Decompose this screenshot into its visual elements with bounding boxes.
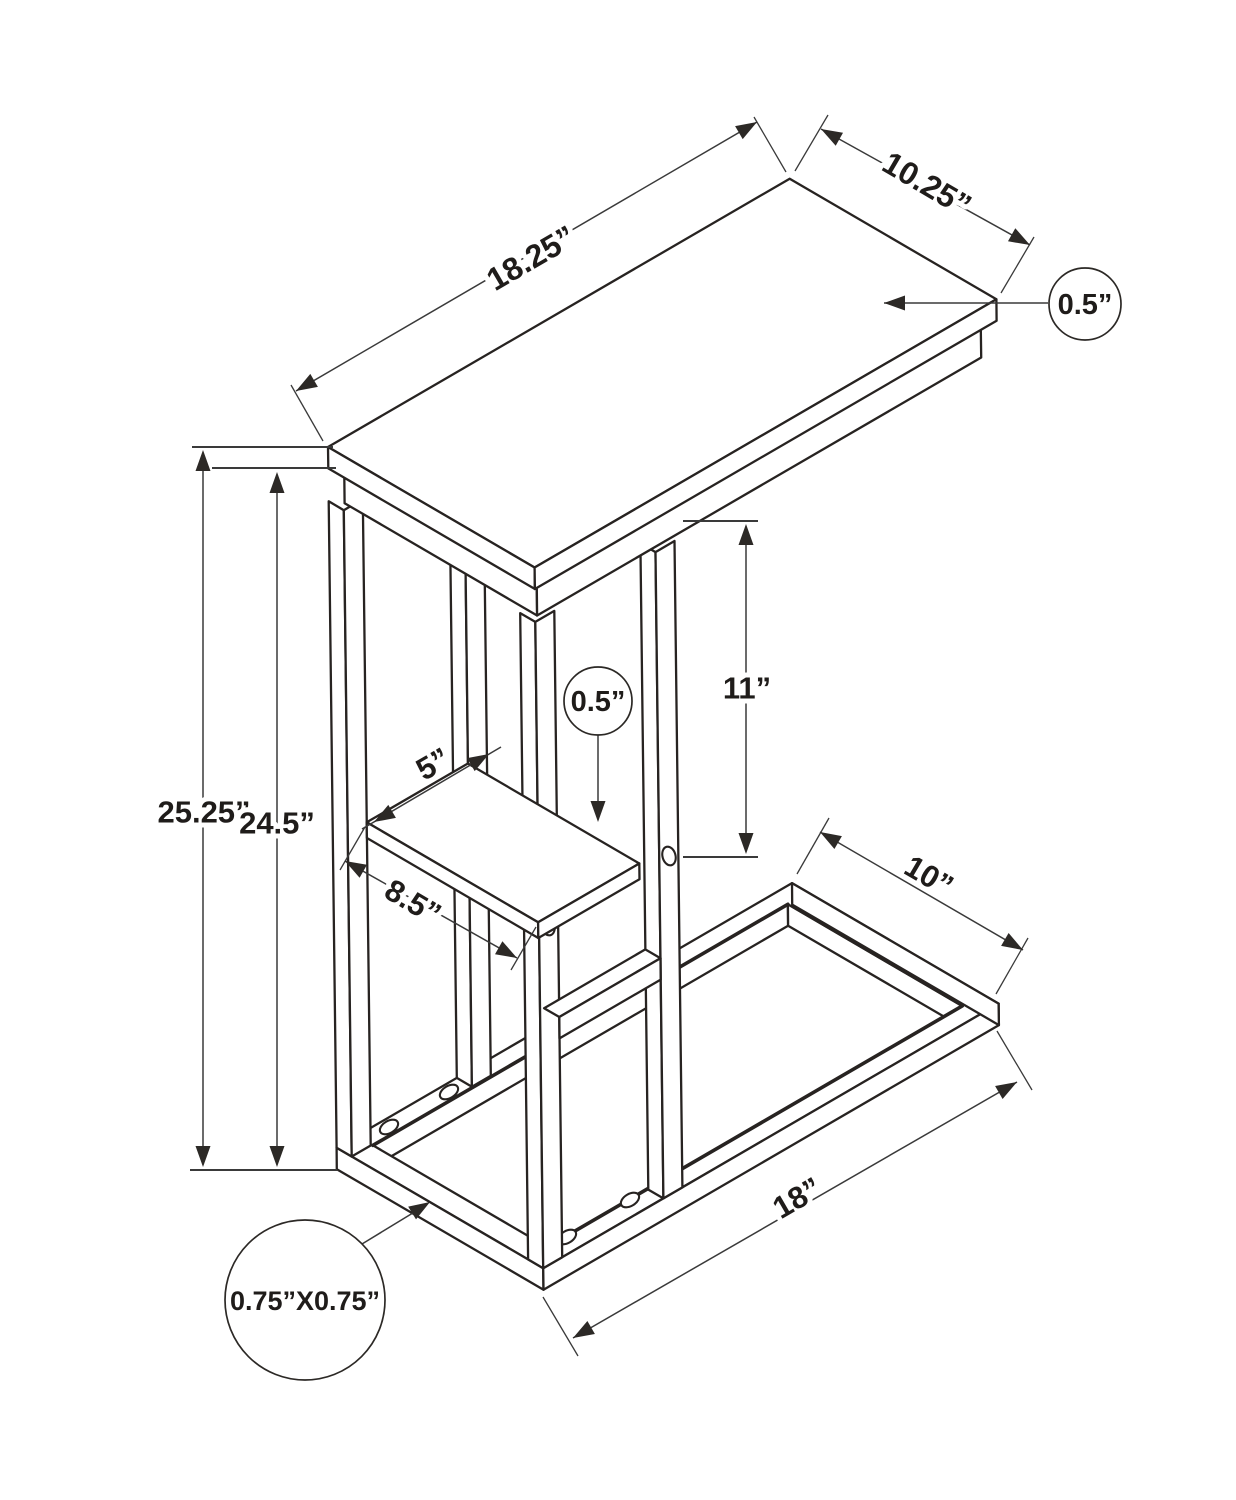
dim-arrow — [495, 941, 517, 958]
middle-shelf — [365, 762, 641, 940]
dim-base-length-line — [572, 1081, 1018, 1339]
dim-arrow — [821, 129, 843, 146]
dim-arrow — [820, 832, 842, 849]
dim-arrow — [296, 373, 318, 391]
dim-arrow — [738, 833, 754, 854]
base-front-rail-shadow-edge — [545, 1004, 965, 1249]
table-top — [326, 177, 998, 617]
dim-arrow — [735, 122, 757, 140]
front-left-post-right-face — [534, 609, 564, 1270]
dim-label-top-depth: 10.25” — [876, 144, 977, 224]
dim-top-depth-line — [820, 128, 1031, 246]
lower-stretcher — [542, 948, 662, 1040]
dim-arrow — [884, 295, 905, 311]
dim-arrow — [995, 1082, 1017, 1099]
callout-top-thickness-circle — [1048, 267, 1122, 341]
dim-top-length-witness — [290, 384, 324, 442]
dim-top-depth-witness — [794, 114, 829, 172]
dim-label-top-thickness: 0.5” — [1058, 289, 1113, 321]
dim-label-shelf-depth: 8.5” — [379, 872, 447, 932]
dim-arrow — [467, 754, 489, 772]
dim-arrow — [738, 524, 754, 545]
dim-base-length-witness — [542, 1296, 579, 1357]
callout-shelf-thickness-circle — [563, 666, 633, 736]
dim-arrow — [1001, 933, 1023, 950]
callout-frame-tube-circle — [224, 1219, 386, 1381]
dim-base-depth-line — [819, 831, 1024, 951]
dim-arrow — [408, 1202, 430, 1220]
dim-arrow — [195, 450, 211, 471]
dim-top-depth-witness — [1000, 236, 1035, 294]
dim-label-overall-height: 25.25” — [157, 795, 250, 830]
dim-arrow — [1008, 228, 1030, 245]
shelf-front-face — [536, 862, 641, 940]
dim-label-underside-height: 24.5” — [239, 806, 315, 841]
dim-base-depth-witness — [796, 817, 830, 875]
dim-label-base-depth: 10” — [899, 848, 960, 903]
dim-shelf-depth-witness — [510, 926, 537, 971]
base-inner-right-face — [786, 903, 964, 1029]
dim-label-opening-height: 11” — [723, 671, 771, 706]
dim-arrow — [374, 804, 396, 822]
dimensions — [190, 114, 1122, 1381]
dim-label-shelf-thickness: 0.5” — [571, 686, 626, 718]
stretcher-front-face — [558, 957, 662, 1040]
dim-top-length-line — [295, 121, 758, 392]
screw-hole — [438, 1083, 460, 1101]
dim-label-base-length: 18” — [767, 1170, 828, 1225]
dim-label-frame-tube: 0.75”X0.75” — [230, 1286, 380, 1316]
screw-hole — [619, 1191, 641, 1209]
front-center-post-right-face — [654, 539, 684, 1200]
screw-hole — [378, 1118, 400, 1136]
dim-shelf-depth-witness — [339, 826, 366, 871]
screw-mark — [661, 845, 677, 867]
support-frames — [327, 428, 684, 1270]
dim-shelf-depth-line — [344, 860, 518, 959]
dim-arrow — [195, 1146, 211, 1167]
dim-arrow — [269, 1146, 285, 1167]
dim-top-length-witness — [753, 116, 787, 173]
base-front-face — [542, 1002, 1001, 1291]
dim-label-top-length: 18.25” — [480, 218, 581, 297]
slab-front-face — [533, 298, 998, 591]
dim-arrow — [345, 861, 367, 878]
dim-arrow — [573, 1321, 595, 1338]
dim-arrow — [269, 472, 285, 493]
dim-base-length-witness — [996, 1030, 1033, 1091]
base-inner-back-face — [371, 903, 790, 1168]
dim-base-depth-witness — [995, 937, 1029, 995]
dim-arrow — [590, 801, 606, 822]
base-right-end-face — [790, 881, 1001, 1027]
